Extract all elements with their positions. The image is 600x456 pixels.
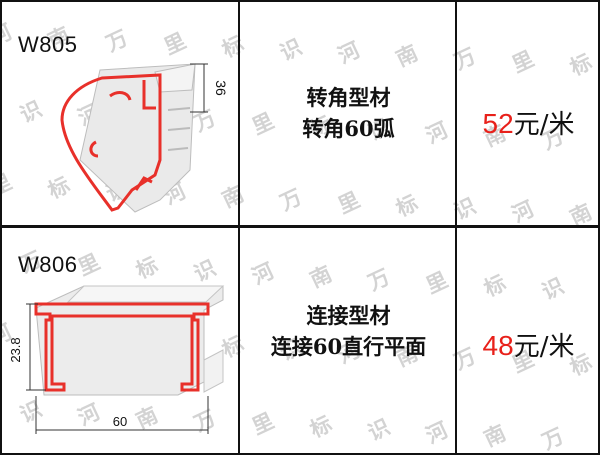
profile-drawing-w806: 23.8 60: [8, 285, 225, 434]
row-divider: [0, 225, 600, 228]
product-code: W805: [18, 32, 78, 57]
profile-drawing-w805: 36: [60, 63, 229, 213]
price-unit: 元/米: [513, 110, 575, 140]
price-number: 52: [482, 108, 514, 139]
product-name: 连接型材 连接60直行平面: [242, 300, 455, 362]
product-name: 转角型材 转角60弧: [242, 82, 455, 144]
price-label: 52元/米: [457, 104, 600, 141]
price-unit: 元/米: [513, 332, 575, 362]
dimension-label-height: 23.8: [8, 337, 23, 362]
product-name-line: 转角60弧: [302, 116, 395, 141]
product-name-line: 转角型材: [306, 85, 391, 110]
dimension-label-width: 60: [113, 414, 127, 429]
price-number: 48: [482, 330, 514, 361]
product-code: W806: [18, 252, 78, 277]
product-name-line: 连接型材: [306, 303, 391, 328]
price-label: 48元/米: [457, 326, 600, 363]
dimension-label: 36: [213, 80, 229, 96]
product-name-line: 连接60直行平面: [270, 334, 427, 359]
